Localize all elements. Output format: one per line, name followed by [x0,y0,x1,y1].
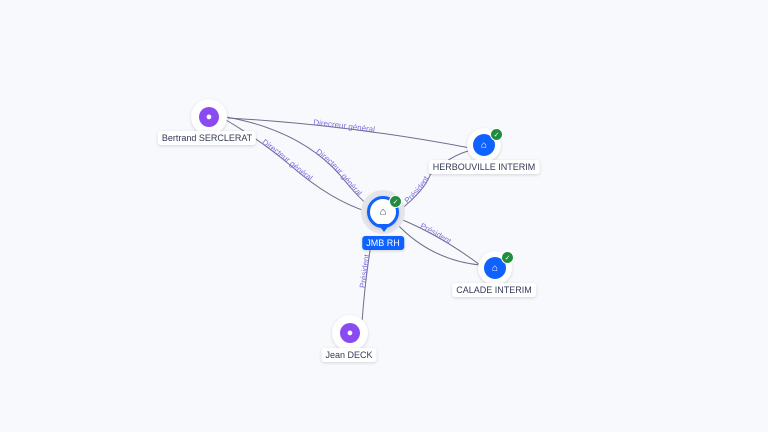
edge-label: Président [403,174,431,205]
verified-check-icon: ✓ [490,128,503,141]
verified-check-icon: ✓ [501,251,514,264]
building-icon: ⌂ [473,134,495,156]
person-icon: ● [199,107,219,127]
node-calade-interim[interactable]: ⌂ ✓ [478,251,514,285]
node-bertrand-serclerat[interactable]: ● [191,99,227,135]
edge-label: Direcreur général [313,118,376,134]
edge-label: Directeur général [260,137,314,182]
person-icon: ● [340,323,360,343]
verified-check-icon: ✓ [389,195,402,208]
node-jean-deck[interactable]: ● [332,315,368,351]
edge-label: Président [419,221,454,246]
edge-label: Directeur général [314,147,363,198]
pin-tip [378,224,390,232]
node-label[interactable]: JMB RH [362,236,404,250]
node-label[interactable]: HERBOUVILLE INTERIM [428,160,540,174]
edge [397,217,481,266]
edge-label: Président [358,253,371,289]
node-label[interactable]: CALADE INTERIM [452,283,536,297]
node-label[interactable]: Bertrand SERCLERAT [157,131,257,145]
edge [394,221,481,266]
building-icon: ⌂ [379,206,387,218]
node-herbouville-interim[interactable]: ⌂ ✓ [467,128,503,162]
node-label[interactable]: Jean DECK [321,348,377,362]
building-icon: ⌂ [484,257,506,279]
